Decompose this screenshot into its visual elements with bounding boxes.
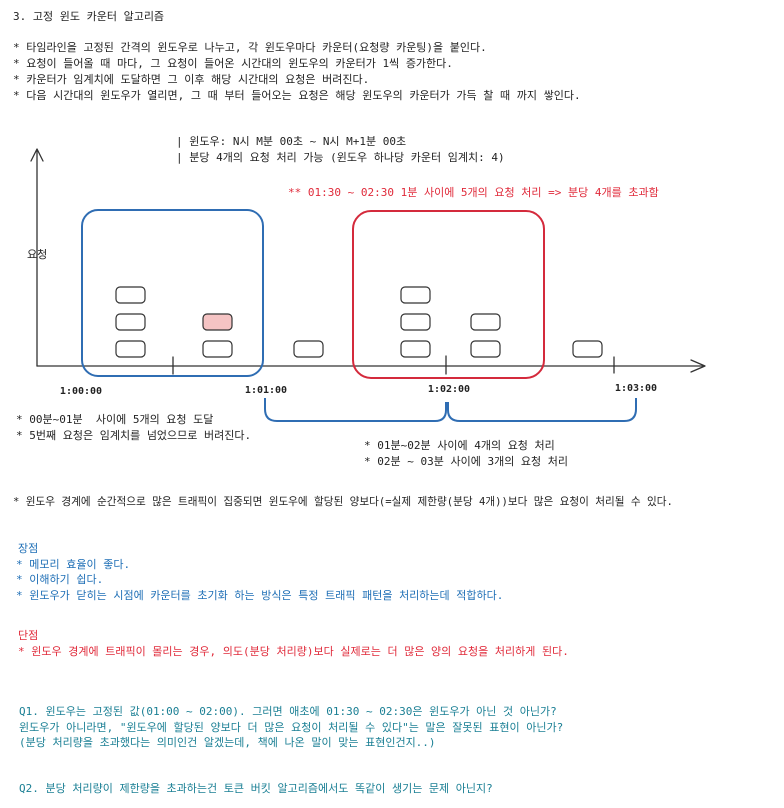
first-minute-note: * 5번째 요청은 임계치를 넘었으므로 버려진다.: [16, 429, 252, 442]
request-boxes: [115, 286, 603, 358]
x-tick-label: 1:01:00: [244, 385, 288, 396]
exceeded-note: ** 01:30 ~ 02:30 1분 사이에 5개의 요청 처리 => 분당 …: [288, 186, 659, 199]
pros-heading: 장점: [18, 542, 39, 555]
later-minutes-note: * 02분 ~ 03분 사이에 3개의 요청 처리: [364, 455, 569, 468]
intro-bullet: * 요청이 들어올 때 마다, 그 요청이 들어온 시간대의 윈도우의 카운터가…: [13, 57, 453, 70]
request-box: [115, 286, 146, 304]
request-box: [115, 313, 146, 331]
request-box: [572, 340, 603, 358]
request-box: [400, 340, 431, 358]
window-definition: | 윈도우: N시 M분 00초 ~ N시 M+1분 00초: [176, 135, 407, 148]
later-minutes-note: * 01분~02분 사이에 4개의 요청 처리: [364, 439, 555, 452]
intro-bullet: * 타임라인을 고정된 간격의 윈도우로 나누고, 각 윈도우마다 카운터(요청…: [13, 41, 487, 54]
request-box: [470, 340, 501, 358]
cons-heading: 단점: [18, 629, 39, 642]
x-tick-label: 1:03:00: [614, 383, 658, 394]
cons-item: * 윈도우 경계에 트래픽이 몰리는 경우, 의도(분당 처리량)보다 실제로는…: [18, 645, 569, 658]
request-box: [202, 340, 233, 358]
boundary-note: * 윈도우 경계에 순간적으로 많은 트래픽이 집중되면 윈도우에 할당된 양보…: [13, 496, 673, 508]
request-box: [293, 340, 324, 358]
x-tick-label: 1:02:00: [427, 384, 471, 395]
request-box: [400, 286, 431, 304]
question-2: Q2. 분당 처리량이 제한량을 초과하는건 토큰 버킷 알고리즘에서도 똑같이…: [19, 782, 493, 795]
rate-limit-definition: | 분당 4개의 요청 처리 가능 (윈도우 하나당 카운터 임계치: 4): [176, 151, 505, 164]
first-minute-note: * 00분~01분 사이에 5개의 요청 도달: [16, 413, 214, 426]
dropped-request-box: [202, 313, 233, 331]
question-1-line: (분당 처리량을 초과했다는 의미인건 알겠는데, 책에 나온 말이 맞는 표현…: [19, 736, 436, 749]
x-axis-arrow: [690, 359, 706, 373]
exceeded-window-box: [352, 210, 545, 379]
x-tick-label: 1:00:00: [59, 386, 103, 397]
y-axis-arrow: [30, 148, 44, 162]
pros-item: * 이해하기 쉽다.: [16, 573, 104, 586]
pros-item: * 윈도우가 닫히는 시점에 카운터를 초기화 하는 방식은 특정 트래픽 패턴…: [16, 589, 504, 602]
intro-bullet: * 다음 시간대의 윈도우가 열리면, 그 때 부터 들어오는 요청은 해당 윈…: [13, 89, 581, 102]
window-bracket: [447, 398, 637, 422]
page-title: 3. 고정 윈도 카운터 알고리즘: [13, 10, 165, 23]
window-bracket: [264, 398, 447, 422]
fixed-window-box: [81, 209, 264, 377]
pros-item: * 메모리 효율이 좋다.: [16, 558, 131, 571]
intro-bullet: * 카운터가 임계치에 도달하면 그 이후 해당 시간대의 요청은 버려진다.: [13, 73, 370, 86]
request-box: [470, 313, 501, 331]
question-1-line: 윈도우가 아니라면, "윈도우에 할당된 양보다 더 많은 요청이 처리될 수 …: [19, 721, 564, 734]
request-box: [400, 313, 431, 331]
y-axis-label: 요청: [27, 248, 48, 261]
question-1-line: Q1. 윈도우는 고정된 값(01:00 ~ 02:00). 그러면 애초에 0…: [19, 705, 557, 718]
request-box: [115, 340, 146, 358]
